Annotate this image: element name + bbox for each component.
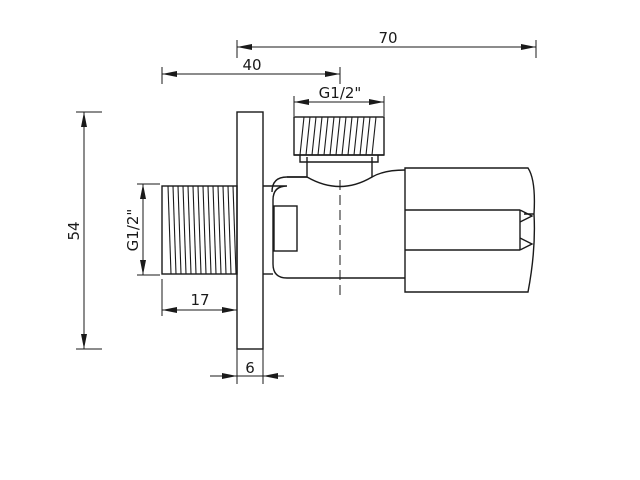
- dimension-outlet-thread: G1/2": [293, 84, 385, 116]
- inlet-thread-label: G1/2": [124, 209, 142, 252]
- overall-height-label: 54: [65, 221, 83, 240]
- outlet-thread-line: [371, 116, 377, 156]
- flange-thickness-label: 6: [245, 359, 255, 377]
- spigot: [273, 205, 298, 252]
- inlet-thread-line: [207, 185, 212, 275]
- inlet-thread-line: [192, 185, 197, 275]
- inlet-thread-line: [172, 185, 177, 275]
- thread-length-label: 17: [190, 291, 209, 309]
- outlet-thread-line: [341, 116, 347, 156]
- inlet-thread-line: [177, 185, 182, 275]
- outlet-thread-label: G1/2": [319, 84, 362, 102]
- outlet-thread-line: [323, 116, 329, 156]
- valve-handle: [404, 167, 536, 293]
- inlet-thread-line: [227, 185, 232, 275]
- inlet-thread-line: [222, 185, 227, 275]
- flange-plate: [236, 111, 264, 350]
- outlet-thread-line: [305, 116, 311, 156]
- outlet-thread-line: [335, 116, 341, 156]
- dimension-inlet-to-center: 40: [161, 56, 341, 84]
- outlet-thread-line: [329, 116, 335, 156]
- dimension-overall-length: 70: [236, 29, 537, 58]
- outlet-thread-line: [353, 116, 359, 156]
- dimension-inlet-thread: G1/2": [124, 183, 160, 276]
- inlet-thread-line: [212, 185, 217, 275]
- inlet-thread-line: [202, 185, 207, 275]
- overall-length-label: 70: [378, 29, 397, 47]
- outlet-thread-nipple: [293, 116, 385, 163]
- outlet-thread-line: [311, 116, 317, 156]
- inlet-thread-line: [182, 185, 187, 275]
- dimension-overall-height: 54: [65, 111, 102, 350]
- outlet-thread-line: [359, 116, 365, 156]
- dimension-thread-length: 17: [161, 279, 238, 316]
- inlet-to-center-label: 40: [242, 56, 261, 74]
- outlet-thread-line: [365, 116, 371, 156]
- inlet-thread-line: [232, 185, 237, 275]
- inlet-thread-line: [197, 185, 202, 275]
- outlet-thread-line: [347, 116, 353, 156]
- outlet-thread-line: [317, 116, 323, 156]
- valve-body: [263, 157, 406, 279]
- inlet-thread-line: [217, 185, 222, 275]
- inlet-thread-line: [187, 185, 192, 275]
- dimension-flange-thickness: 6: [210, 345, 284, 384]
- inlet-thread-line: [167, 185, 172, 275]
- outlet-thread-line: [299, 116, 305, 156]
- inlet-thread-body: [161, 185, 238, 275]
